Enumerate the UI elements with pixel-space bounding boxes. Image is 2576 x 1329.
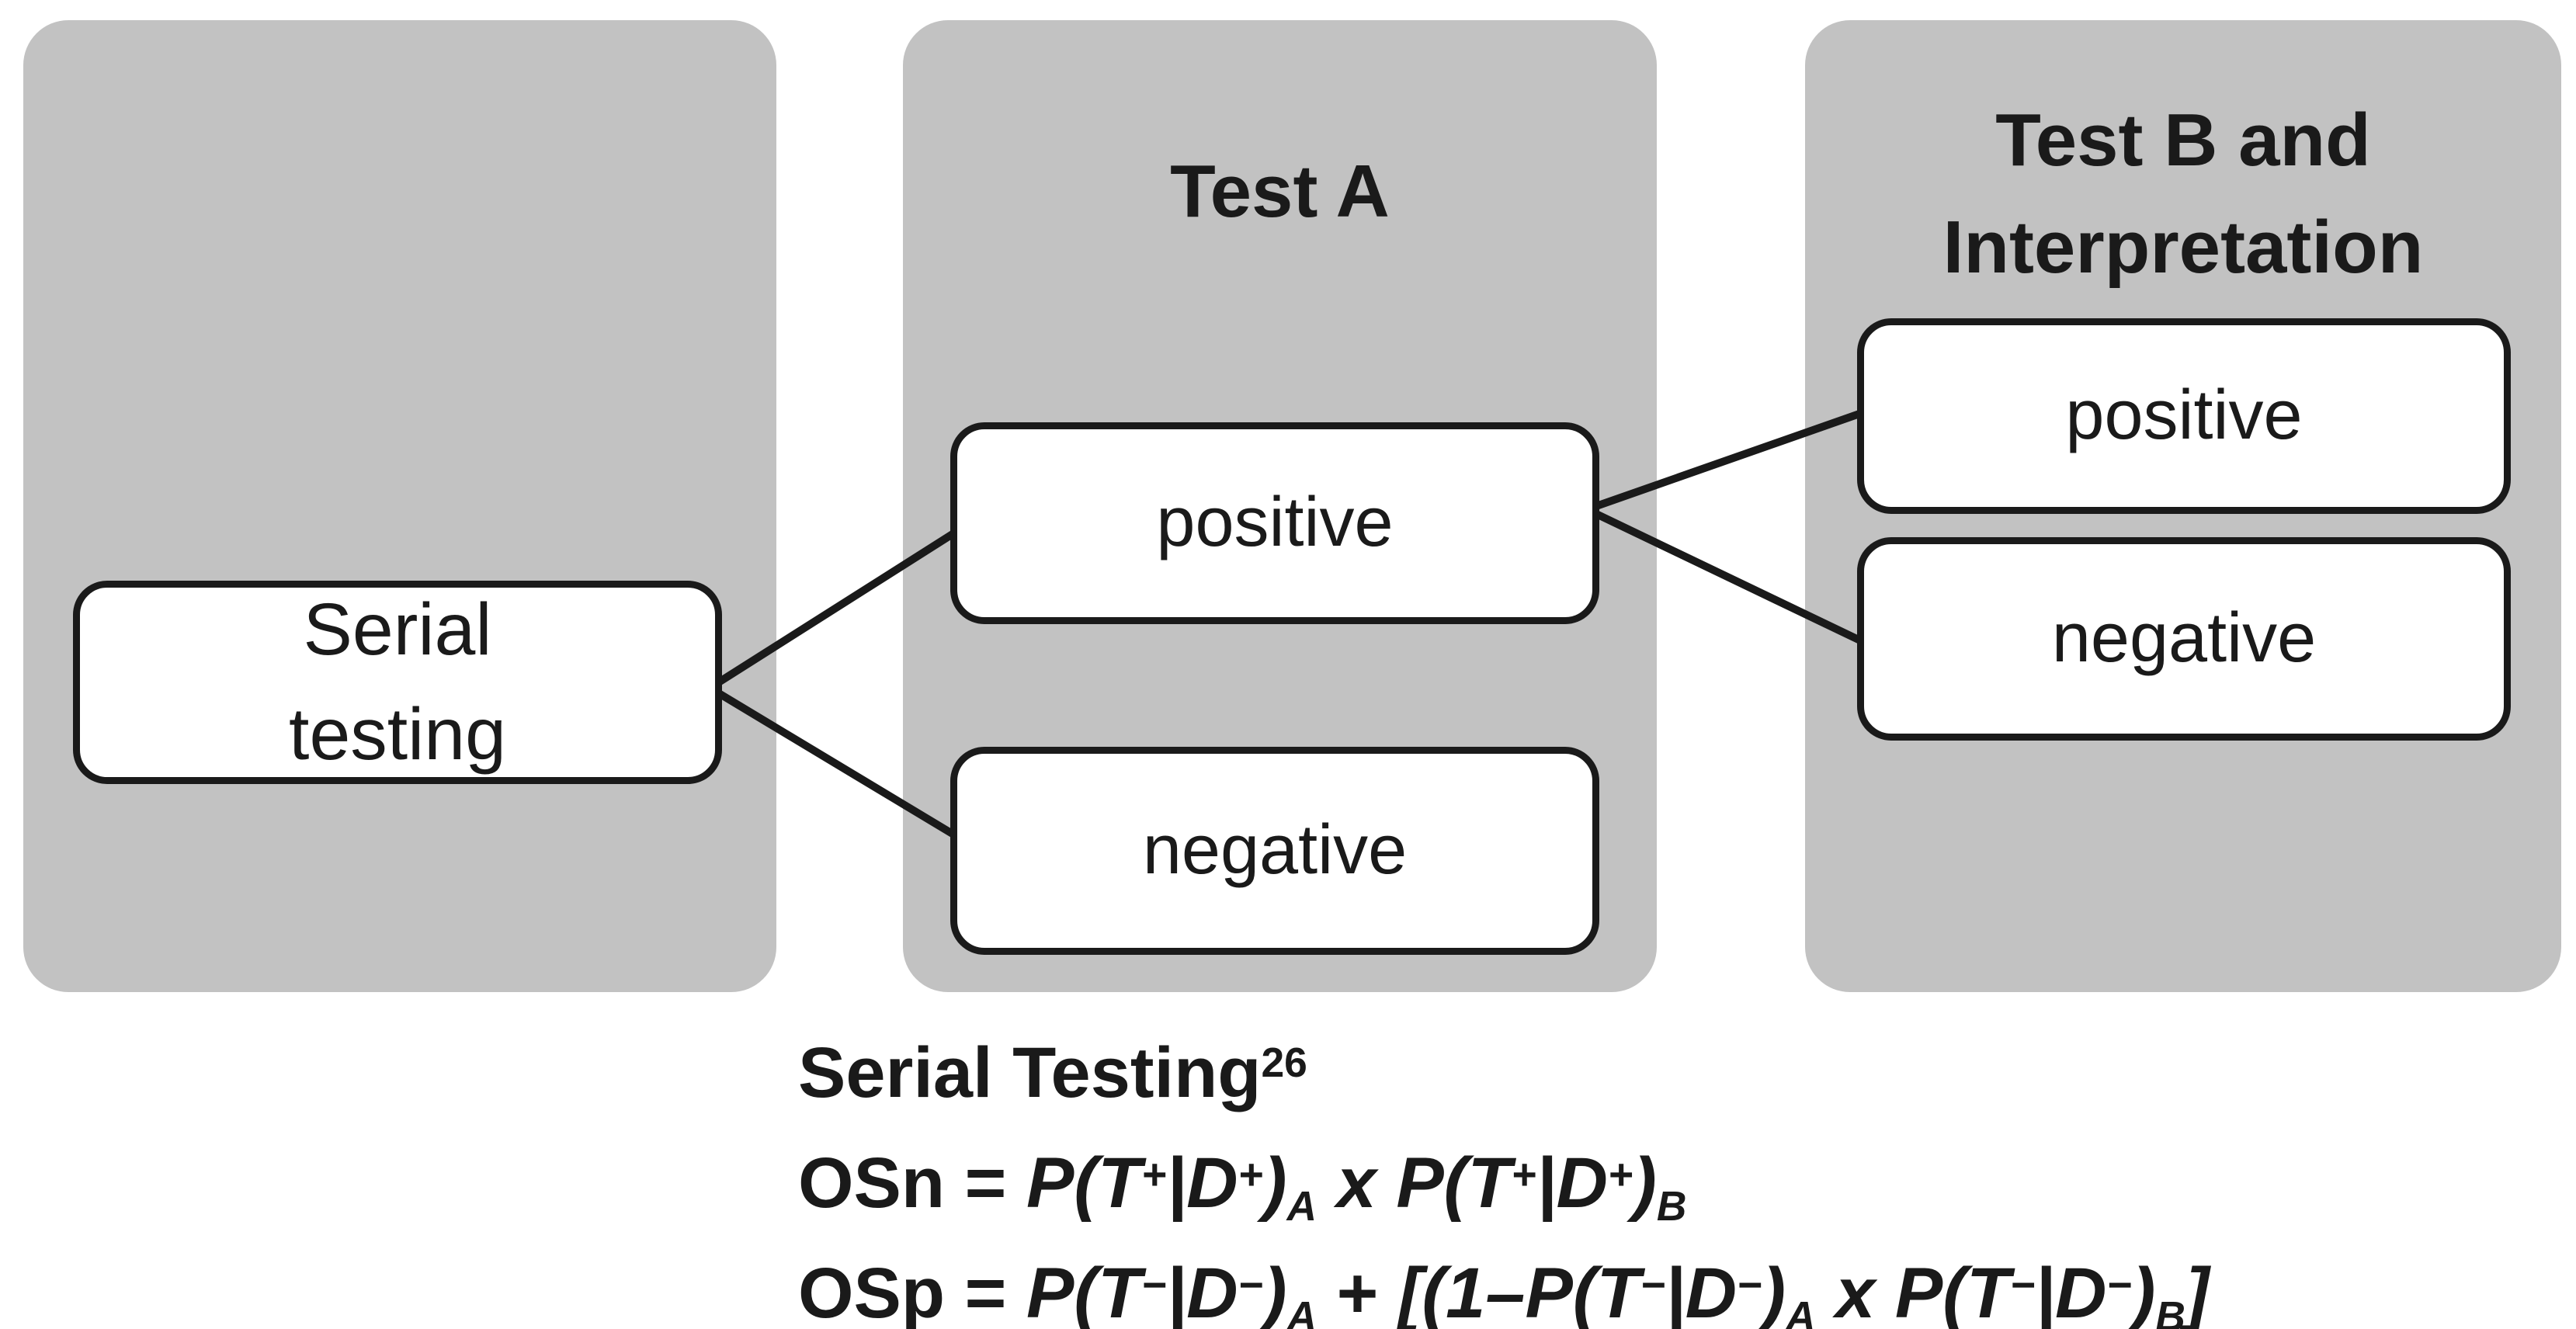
formula-segment: ) [1262,1254,1287,1329]
formula-segment: ) [2131,1254,2156,1329]
formula-segment: OSn = [798,1143,1026,1223]
formula-segment: P(T [1026,1143,1142,1223]
node-test-b-negative-label: negative [2051,599,2317,678]
header-test-b-line2: Interpretation [1942,206,2424,289]
formula-segment: + [1511,1150,1536,1199]
formula-segment: [(1– [1397,1254,1526,1329]
formula-segment: − [2010,1260,2036,1309]
header-test-a-label: Test A [1170,150,1390,233]
formula-segment: ] [2185,1254,2210,1329]
formula-segment: P(T [1396,1143,1512,1223]
node-test-b-negative: negative [1857,537,2511,741]
formula-segment: P(T [1894,1254,2011,1329]
formula-segment: x [1317,1143,1397,1223]
formula-segment: P(T [1525,1254,1640,1329]
connector-line [715,529,957,687]
column-serial-testing [23,20,776,992]
formula-segment: − [1238,1260,1263,1309]
formula-segment: ) [1262,1143,1287,1223]
formula-segment: Serial Testing [798,1033,1262,1112]
formula-segment: P(T [1026,1254,1142,1329]
formula-segment: A [1286,1184,1318,1230]
header-test-b: Test B and Interpretation [1805,87,2561,301]
node-test-a-positive: positive [950,422,1599,624]
formula-segment: 26 [1261,1040,1307,1087]
formula-segment: B [1656,1184,1687,1230]
formula-segment: ) [1633,1143,1657,1223]
formula-segment: |D [1665,1254,1738,1329]
node-test-a-positive-label: positive [1156,484,1394,562]
node-test-b-positive-label: positive [2065,376,2303,455]
formula-segment: B [2155,1294,2185,1329]
node-serial-line2: testing [289,693,506,776]
formula-segment: − [1141,1260,1167,1309]
connector-line [1594,510,1864,645]
formula-segment: + [1607,1150,1633,1199]
formula-segment: |D [2035,1254,2107,1329]
node-serial-testing: Serial testing [73,581,722,784]
formula-title: Serial Testing26 [798,1023,2210,1133]
connector-line [1595,409,1863,510]
formula-segment: ) [1762,1254,1786,1329]
formula-segment: + [1238,1150,1263,1199]
formula-segment: + [1141,1150,1167,1199]
formula-segment: − [1640,1260,1665,1309]
formula-block: Serial Testing26 OSn = P(T+|D+)A x P(T+|… [798,1023,2210,1329]
formula-segment: |D [1536,1143,1608,1223]
formula-segment: − [2106,1260,2132,1309]
formula-segment: − [1737,1260,1762,1309]
formula-segment: |D [1166,1143,1238,1223]
formula-segment: x [1815,1254,1895,1329]
formula-osn: OSn = P(T+|D+)A x P(T+|D+)B [798,1133,2210,1244]
formula-segment: A [1785,1294,1816,1329]
formula-segment: + [1317,1254,1398,1329]
connector-line [715,689,957,839]
node-test-a-negative-label: negative [1142,811,1408,890]
node-test-a-negative: negative [950,747,1599,955]
formula-osp: OSp = P(T−|D−)A + [(1–P(T−|D−)A x P(T−|D… [798,1244,2210,1329]
node-serial-line1: Serial [303,588,492,671]
node-test-b-positive: positive [1857,318,2511,514]
formula-segment: OSp = [798,1254,1026,1329]
header-test-a: Test A [903,138,1657,245]
formula-segment: |D [1166,1254,1238,1329]
formula-segment: A [1286,1294,1318,1329]
node-serial-testing-label: Serial testing [289,578,506,787]
header-test-b-line1: Test B and [1995,99,2371,182]
